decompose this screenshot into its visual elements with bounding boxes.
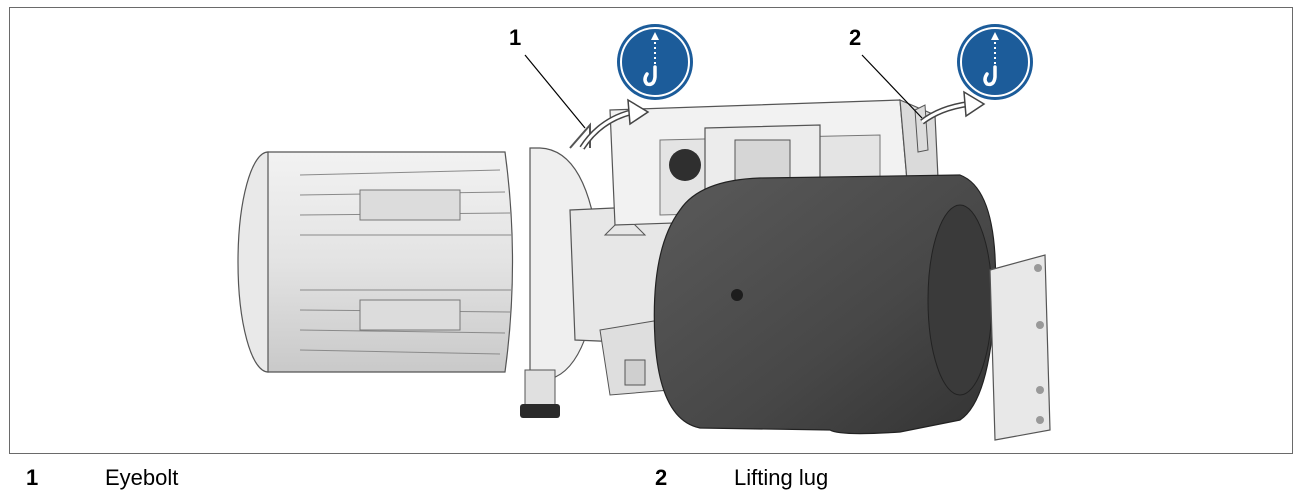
legend-number-1: 1 [26, 465, 39, 490]
lifting-hook-sign-icon [957, 24, 1033, 100]
legend-number-2: 2 [655, 465, 668, 490]
legend: 1 Eyebolt 2 Lifting lug [0, 455, 1298, 498]
callout-2: 2 [849, 25, 862, 50]
legend-label-lifting-lug: Lifting lug [734, 465, 829, 490]
legend-label-eyebolt: Eyebolt [105, 465, 179, 490]
pointer-arrows [579, 90, 986, 150]
lifting-hook-sign-icon [617, 24, 693, 100]
callout-1: 1 [509, 25, 522, 50]
oil-separator-housing [653, 174, 1051, 441]
electric-motor [237, 151, 514, 373]
callout-leaders [524, 54, 923, 129]
pump-illustration [237, 24, 1051, 441]
